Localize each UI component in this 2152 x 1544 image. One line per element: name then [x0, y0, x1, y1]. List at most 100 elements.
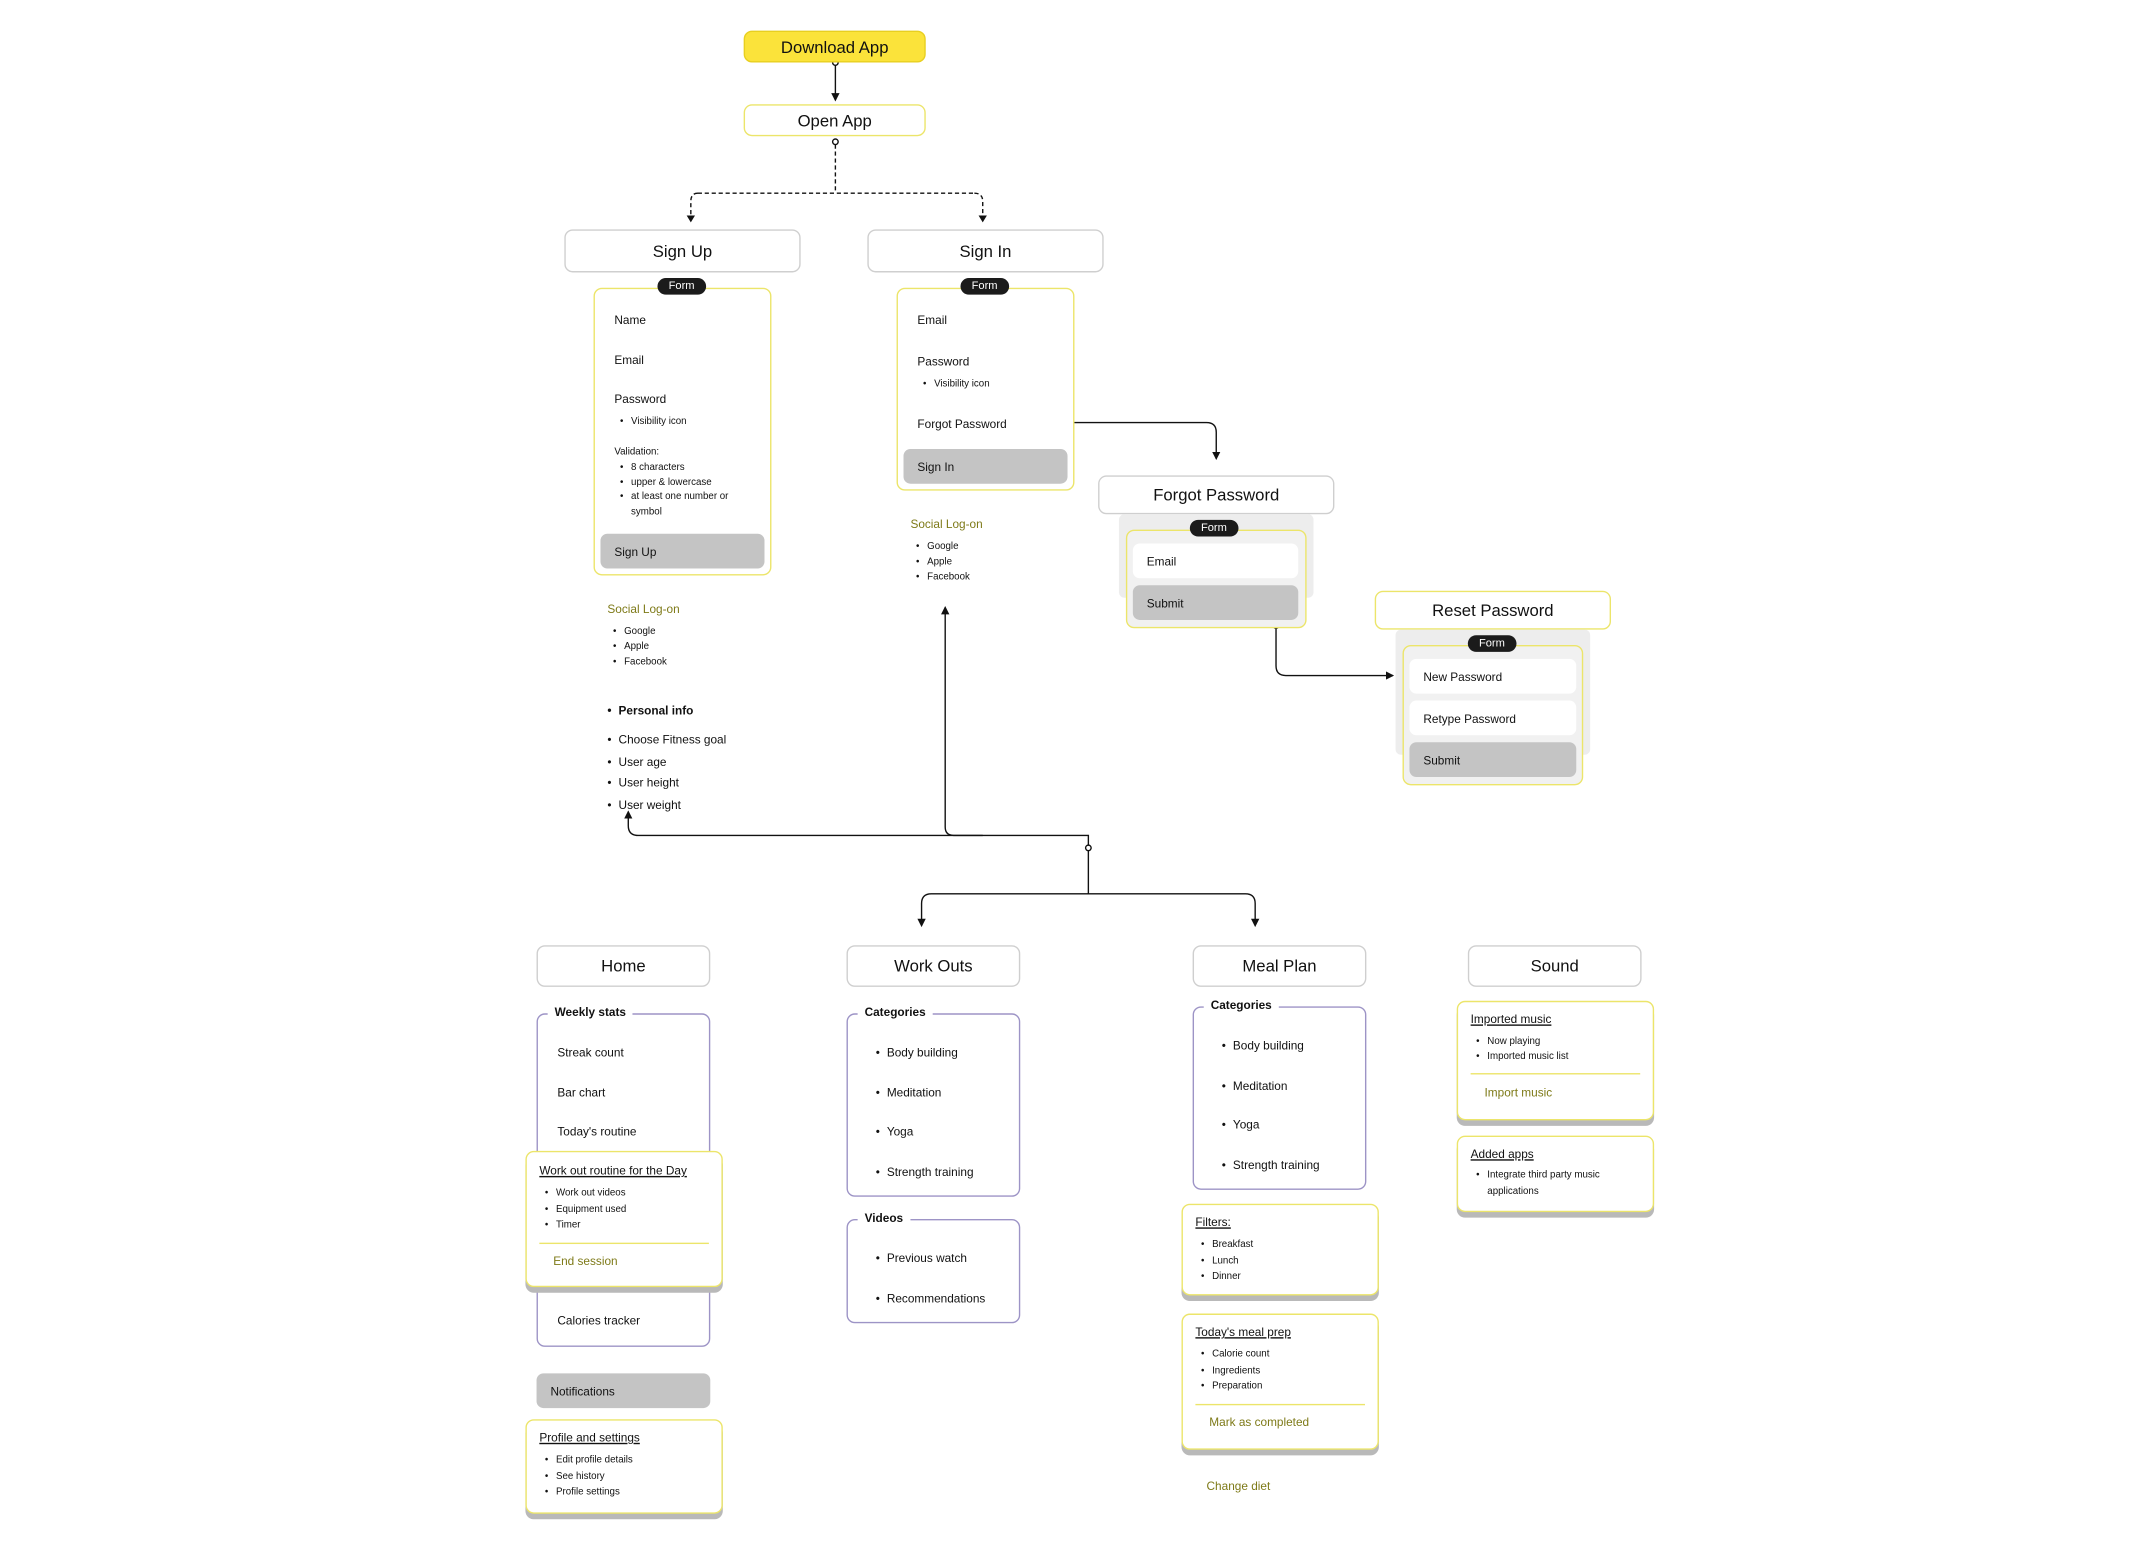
retype-password-field[interactable]: Retype Password — [1409, 700, 1577, 736]
weekly-stats-label: Weekly stats — [547, 1004, 633, 1019]
edge-reset — [1275, 628, 1395, 680]
filters-title: Filters: — [1195, 1214, 1231, 1229]
rule-item: 8 characters — [620, 463, 685, 473]
field-email: Email — [917, 312, 947, 327]
node-label: Open App — [797, 110, 872, 130]
sign-up-form — [593, 287, 772, 576]
category-item: Strength training — [876, 1165, 974, 1179]
forgot-password-node: Forgot Password — [1098, 475, 1335, 515]
filter-item: Breakfast — [1201, 1240, 1253, 1250]
sound-node: Sound — [1467, 945, 1642, 987]
node-label: Reset Password — [1432, 600, 1554, 620]
category-item: Yoga — [876, 1125, 914, 1139]
rule-item-cont: symbol — [631, 507, 662, 518]
edge-main — [941, 606, 1090, 848]
added-item-cont: applications — [1487, 1187, 1539, 1197]
social-item: Apple — [916, 557, 952, 567]
sign-up-node: Sign Up — [564, 229, 801, 273]
field-password: Password — [614, 391, 667, 406]
meal-plan-node: Meal Plan — [1192, 945, 1367, 987]
work-outs-node: Work Outs — [846, 945, 1021, 987]
form-badge: Form — [1467, 635, 1517, 652]
videos-label: Videos — [857, 1210, 911, 1225]
sign-up-button[interactable]: Sign Up — [600, 533, 765, 569]
edge-forgot — [1021, 421, 1221, 461]
forgot-email-field[interactable]: Email — [1132, 543, 1299, 579]
home-item: Calories tracker — [557, 1313, 641, 1328]
prep-item: Preparation — [1201, 1382, 1263, 1392]
video-item: Previous watch — [876, 1251, 967, 1265]
categories-label: Categories — [1203, 998, 1279, 1012]
node-label: Sound — [1530, 956, 1579, 976]
profile-item: Profile settings — [545, 1487, 620, 1497]
home-item: Streak count — [557, 1045, 624, 1060]
profile-item: See history — [545, 1472, 605, 1482]
social-logon-title: Social Log-on — [910, 517, 983, 531]
node-label: Work Outs — [894, 956, 973, 976]
node-label: Sign In — [959, 241, 1012, 261]
routine-card — [525, 1150, 723, 1288]
rule-item: at least one number or — [620, 492, 728, 502]
import-music-button[interactable]: Import music — [1484, 1085, 1553, 1100]
meal-prep-title: Today's meal prep — [1195, 1324, 1291, 1339]
field-name: Name — [614, 312, 646, 327]
sign-in-button[interactable]: Sign In — [903, 448, 1068, 484]
field-email: Email — [614, 353, 644, 367]
social-item: Facebook — [613, 657, 667, 667]
categories-label: Categories — [857, 1004, 933, 1019]
imported-item: Now playing — [1476, 1037, 1540, 1047]
personal-info-title: Personal info — [607, 703, 693, 717]
social-logon-title: Social Log-on — [607, 601, 680, 616]
change-diet-button[interactable]: Change diet — [1206, 1478, 1271, 1493]
new-password-field[interactable]: New Password — [1409, 658, 1577, 694]
edge-sections — [920, 850, 1256, 923]
filter-item: Lunch — [1201, 1257, 1239, 1267]
routine-item: Equipment used — [545, 1205, 626, 1215]
category-item: Yoga — [1222, 1118, 1260, 1132]
category-item: Body building — [876, 1045, 958, 1059]
home-item: Today's routine — [557, 1124, 637, 1139]
form-badge: Form — [960, 278, 1009, 295]
social-item: Google — [613, 627, 655, 637]
validation-label: Validation: — [614, 447, 660, 458]
sign-in-node: Sign In — [867, 229, 1104, 273]
download-app-node: Download App — [743, 30, 926, 63]
added-apps-title: Added apps — [1470, 1146, 1534, 1161]
node-label: Home — [601, 956, 646, 976]
end-session-button[interactable]: End session — [553, 1253, 618, 1268]
mark-completed-button[interactable]: Mark as completed — [1209, 1415, 1310, 1429]
category-item: Meditation — [876, 1086, 942, 1100]
videos-box — [846, 1219, 1021, 1324]
forgot-submit-button[interactable]: Submit — [1132, 585, 1299, 620]
home-node: Home — [536, 945, 711, 987]
category-item: Strength training — [1222, 1158, 1320, 1172]
social-item: Facebook — [916, 573, 970, 583]
divider — [1470, 1073, 1641, 1075]
category-item: Meditation — [1222, 1079, 1288, 1093]
video-item: Recommendations — [876, 1291, 986, 1305]
routine-item: Timer — [545, 1220, 580, 1230]
forgot-password-link[interactable]: Forgot Password — [917, 417, 1007, 431]
node-label: Forgot Password — [1153, 485, 1280, 505]
edge-open-split — [690, 144, 984, 220]
imported-item: Imported music list — [1476, 1052, 1568, 1062]
category-item: Body building — [1222, 1038, 1304, 1052]
home-item: Bar chart — [557, 1085, 606, 1100]
imported-music-title: Imported music — [1470, 1011, 1552, 1026]
node-label: Meal Plan — [1242, 956, 1317, 976]
open-app-node: Open App — [743, 104, 926, 137]
prep-item: Ingredients — [1201, 1366, 1260, 1376]
reset-password-node: Reset Password — [1374, 590, 1612, 630]
form-badge: Form — [657, 278, 706, 295]
routine-item: Work out videos — [545, 1188, 626, 1198]
personal-item: User age — [608, 755, 667, 769]
notifications-button[interactable]: Notifications — [536, 1373, 711, 1409]
reset-submit-button[interactable]: Submit — [1409, 742, 1577, 778]
edge-personal — [624, 810, 983, 837]
profile-title: Profile and settings — [539, 1430, 640, 1445]
profile-item: Edit profile details — [545, 1455, 633, 1465]
added-item: Integrate third party music — [1476, 1170, 1600, 1180]
profile-card — [525, 1419, 723, 1514]
social-item: Apple — [613, 642, 649, 652]
